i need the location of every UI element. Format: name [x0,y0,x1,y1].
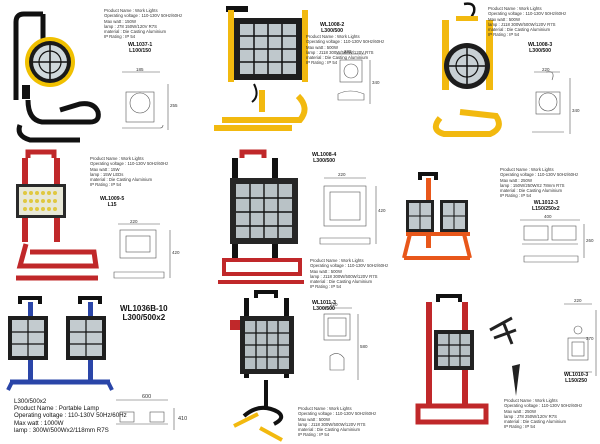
dimension-height: 255 [170,103,178,108]
dimension-height: 260 [586,238,594,243]
product-photo [415,294,597,425]
dimension-height: 410 [178,416,188,422]
dimension-height: 420 [172,250,180,255]
dimension-height: 340 [372,80,380,85]
product-photo [432,2,571,137]
dimension-width: 220 [574,298,582,303]
dimension-width: 220 [344,49,352,54]
dimension-width: 600 [142,394,152,400]
dimension-width: 185 [136,67,144,72]
dimension-width: 220 [330,302,338,307]
dimension-height: 340 [572,108,580,113]
product-photo [13,11,169,143]
product-photo [6,296,175,430]
product-photo [230,290,359,442]
product-photo [218,149,377,284]
product-photo [16,149,171,281]
dimension-height: 420 [378,208,386,213]
dimension-width: 220 [130,219,138,224]
dimension-width: 220 [338,172,346,177]
product-photo [214,6,371,131]
dimension-height: 370 [586,336,594,341]
dimension-width: 400 [544,214,552,219]
dimension-width: 220 [542,67,550,72]
dimension-height: 580 [360,344,368,349]
product-photo [402,172,585,263]
